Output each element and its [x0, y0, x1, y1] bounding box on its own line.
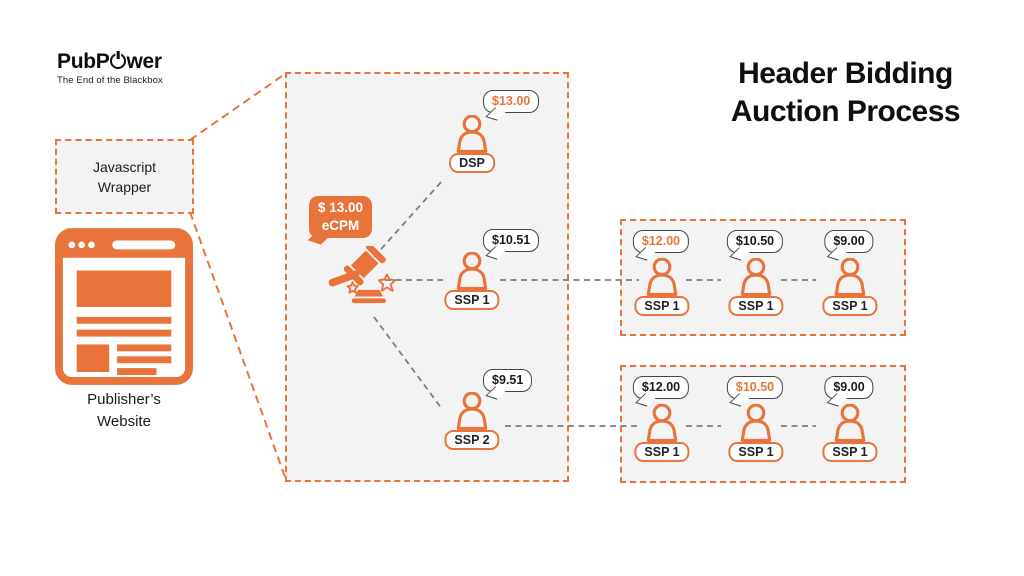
ecpm-amount: $ 13.00	[318, 200, 364, 215]
bidder-label: SSP 1	[728, 442, 784, 462]
bidder-person-icon	[646, 404, 678, 442]
bid-bubble: $9.00	[824, 230, 874, 253]
logo-tagline: The End of the Blackbox	[57, 75, 163, 86]
bidder-person-icon	[456, 115, 488, 153]
javascript-wrapper-label-line2: Wrapper	[97, 178, 152, 195]
javascript-wrapper-label-line1: Javascript	[92, 158, 157, 175]
bid-bubble: $9.00	[824, 376, 874, 399]
bidder-label: SSP 1	[634, 296, 690, 316]
publisher-website-label: Publisher’s Website	[40, 389, 208, 433]
bidder-label: SSP 2	[444, 430, 500, 450]
auction-zoom-box	[285, 72, 569, 482]
bidder-person-icon	[456, 392, 488, 430]
bidder-person-icon	[456, 252, 488, 290]
javascript-wrapper-box: Javascript Wrapper	[55, 139, 194, 214]
bid-bubble: $13.00	[483, 90, 540, 113]
auction-gavel-icon	[328, 246, 396, 304]
publisher-website-label-line2: Website	[97, 413, 151, 430]
bidder-person-icon	[646, 258, 678, 296]
bidder-label: DSP	[449, 153, 495, 173]
page-title-line1: Header Bidding	[738, 57, 953, 90]
bid-bubble: $9.51	[483, 369, 533, 392]
publisher-website-icon	[55, 228, 193, 385]
bidder-person-icon	[740, 404, 772, 442]
bidder-label: SSP 1	[822, 296, 878, 316]
bid-bubble: $12.00	[632, 376, 690, 399]
bidder-label: SSP 1	[634, 442, 690, 462]
bidder-label: SSP 1	[444, 290, 500, 310]
page-title: Header Bidding Auction Process	[688, 55, 1003, 131]
bid-bubble: $10.50	[726, 376, 784, 399]
bid-bubble: $10.51	[483, 229, 540, 252]
power-button-icon	[109, 52, 126, 69]
bidder-person-icon	[834, 404, 866, 442]
bidder-label: SSP 1	[822, 442, 878, 462]
ecpm-result-bubble: $ 13.00 eCPM	[309, 196, 373, 238]
bidder-label: SSP 1	[728, 296, 784, 316]
ecpm-label: eCPM	[321, 218, 360, 233]
bid-bubble: $12.00	[632, 230, 690, 253]
bid-bubble: $10.50	[726, 230, 784, 253]
bidder-person-icon	[834, 258, 866, 296]
page-title-line2: Auction Process	[730, 95, 961, 128]
publisher-website-label-line1: Publisher’s	[87, 391, 161, 408]
bidder-person-icon	[740, 258, 772, 296]
